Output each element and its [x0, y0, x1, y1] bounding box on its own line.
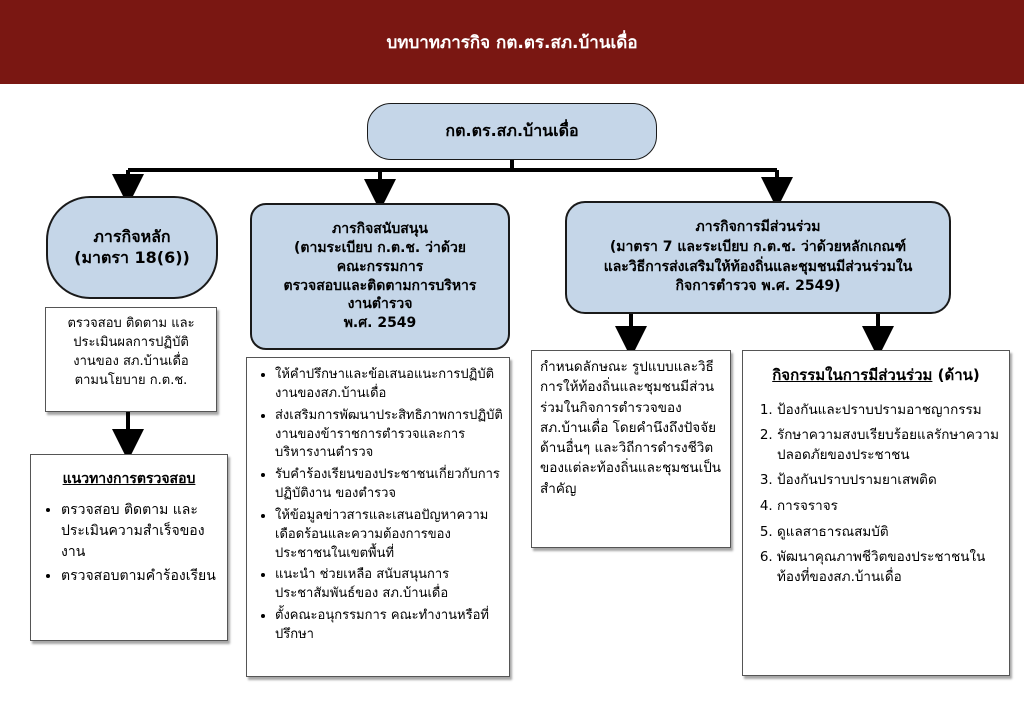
- description-line: ตรวจสอบ ติดตาม และ: [67, 316, 195, 331]
- list-item: ให้คำปรึกษาและข้อเสนอแนะการปฏิบัติงานของ…: [275, 366, 503, 404]
- support-mission-line: งานตำรวจ: [347, 296, 413, 313]
- participation-mission-line: (มาตรา 7 และระเบียบ ก.ต.ช. ว่าด้วยหลักเก…: [609, 238, 907, 255]
- main-mission-title: ภารกิจหลัก: [93, 226, 171, 246]
- list-item: ส่งเสริมการพัฒนาประสิทธิภาพการปฏิบัติงาน…: [275, 407, 503, 464]
- main-mission-node: ภารกิจหลัก (มาตรา 18(6)): [46, 196, 218, 299]
- root-node: กต.ตร.สภ.บ้านเดื่อ: [367, 103, 657, 160]
- support-mission-line: พ.ศ. 2549: [343, 315, 417, 332]
- support-mission-node: ภารกิจสนับสนุน (ตามระเบียบ ก.ต.ช. ว่าด้ว…: [250, 203, 510, 350]
- activities-heading-suffix: (ด้าน): [932, 366, 980, 384]
- list-item: รักษาความสงบเรียบร้อยแลรักษาความปลอดภัยข…: [777, 426, 1001, 465]
- description-line: ตามนโยบาย ก.ต.ช.: [74, 372, 188, 388]
- guidelines-list: ตรวจสอบ ติดตาม และประเมินความสำเร็จของงา…: [39, 500, 219, 587]
- page-header: บทบาทภารกิจ กต.ตร.สภ.บ้านเดื่อ: [0, 0, 1024, 84]
- list-item: ตรวจสอบตามคำร้องเรียน: [61, 566, 219, 587]
- main-mission-description-box: ตรวจสอบ ติดตาม และ ประเมินผลการปฏิบัติ ง…: [45, 307, 217, 412]
- list-item: ให้ข้อมูลข่าวสารและเสนอปัญหาความเดือดร้อ…: [275, 507, 503, 564]
- list-item: แนะนำ ช่วยเหลือ สนับสนุนการประชาสัมพันธ์…: [275, 566, 503, 604]
- list-item: พัฒนาคุณภาพชีวิตของประชาชนในท้องที่ของสภ…: [777, 548, 1001, 587]
- list-item: ป้องกันปราบปรามยาเสพติด: [777, 471, 1001, 491]
- list-item: ตรวจสอบ ติดตาม และประเมินความสำเร็จของงา…: [61, 500, 219, 563]
- support-mission-line: ภารกิจสนับสนุน: [332, 220, 428, 237]
- list-item: ตั้งคณะอนุกรรมการ คณะทำงานหรือที่ปรึกษา: [275, 607, 503, 645]
- activities-box: กิจกรรมในการมีส่วนร่วม (ด้าน) ป้องกันและ…: [742, 350, 1010, 676]
- list-item: การจราจร: [777, 497, 1001, 517]
- guidelines-heading: แนวทางการตรวจสอบ: [62, 471, 196, 487]
- support-mission-line: คณะกรรมการ: [336, 258, 424, 275]
- main-mission-subtitle: (มาตรา 18(6)): [74, 247, 190, 267]
- support-mission-line: ตรวจสอบและติดตามการบริหาร: [283, 277, 477, 294]
- support-mission-items-box: ให้คำปรึกษาและข้อเสนอแนะการปฏิบัติงานของ…: [246, 357, 510, 677]
- activities-heading-row: กิจกรรมในการมีส่วนร่วม (ด้าน): [751, 365, 1001, 387]
- participation-mission-node: ภารกิจการมีส่วนร่วม (มาตรา 7 และระเบียบ …: [565, 201, 951, 314]
- participation-mission-line: กิจการตำรวจ พ.ศ. 2549): [675, 278, 841, 295]
- support-mission-line: (ตามระเบียบ ก.ต.ช. ว่าด้วย: [293, 239, 467, 256]
- list-item: ป้องกันและปราบปรามอาชญากรรม: [777, 401, 1001, 421]
- activities-list: ป้องกันและปราบปรามอาชญากรรม รักษาความสงบ…: [751, 401, 1001, 588]
- description-line: ประเมินผลการปฏิบัติ: [73, 334, 189, 350]
- root-label: กต.ตร.สภ.บ้านเดื่อ: [445, 121, 579, 141]
- list-item: รับคำร้องเรียนของประชาชนเกี่ยวกับการปฏิบ…: [275, 466, 503, 504]
- participation-description-text: กำหนดลักษณะ รูปแบบและวิธีการให้ท้องถิ่นแ…: [540, 359, 722, 497]
- page-title: บทบาทภารกิจ กต.ตร.สภ.บ้านเดื่อ: [386, 32, 638, 53]
- activities-heading: กิจกรรมในการมีส่วนร่วม: [772, 366, 933, 384]
- participation-mission-line: ภารกิจการมีส่วนร่วม: [695, 219, 821, 236]
- support-mission-list: ให้คำปรึกษาและข้อเสนอแนะการปฏิบัติงานของ…: [253, 366, 503, 645]
- description-line: งานของ สภ.บ้านเดื่อ: [73, 353, 189, 369]
- guidelines-box: แนวทางการตรวจสอบ ตรวจสอบ ติดตาม และประเม…: [30, 454, 228, 641]
- participation-mission-line: และวิธีการส่งเสริมให้ท้องถิ่นและชุมชนมีส…: [603, 258, 913, 275]
- list-item: ดูแลสาธารณสมบัติ: [777, 523, 1001, 543]
- participation-description-box: กำหนดลักษณะ รูปแบบและวิธีการให้ท้องถิ่นแ…: [531, 350, 731, 548]
